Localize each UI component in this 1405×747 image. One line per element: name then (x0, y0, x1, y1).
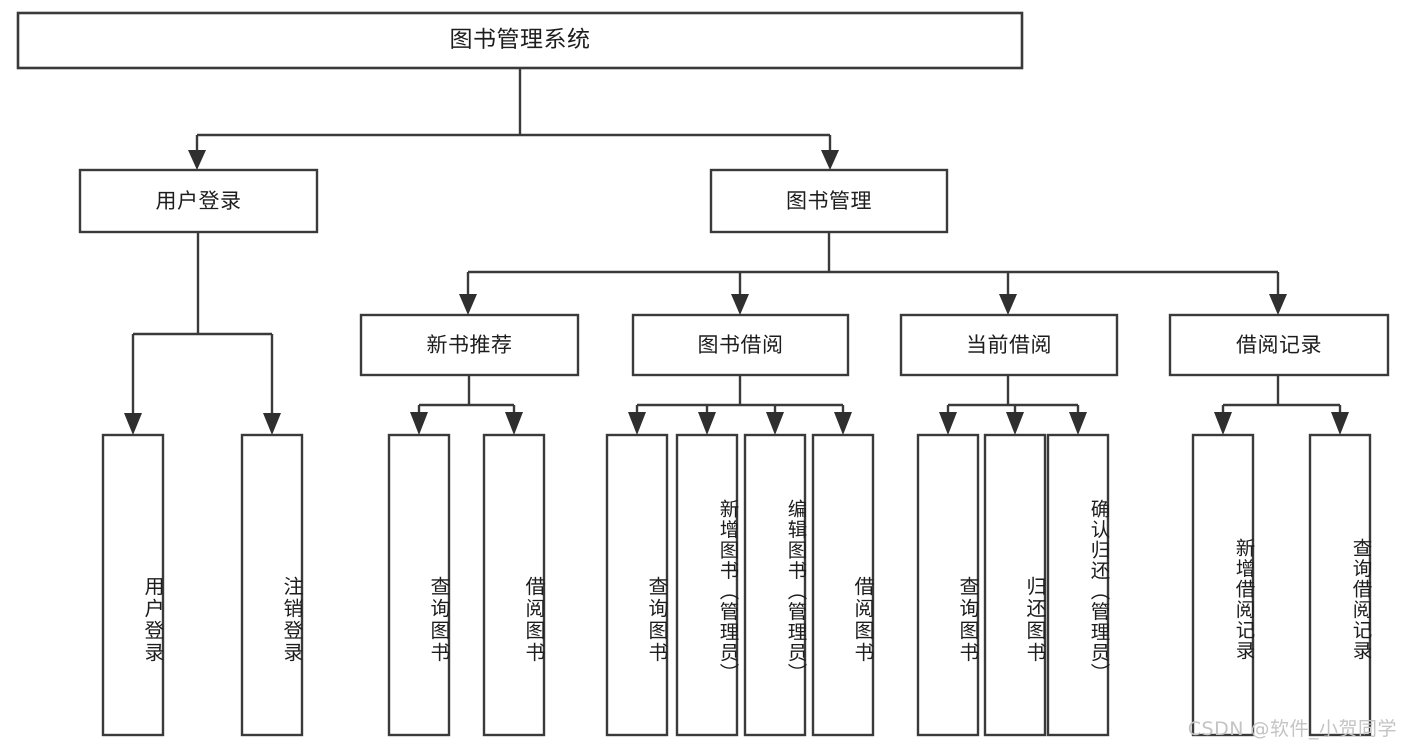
node-leaf-add-record[interactable] (1191, 433, 1255, 737)
arrowhead-leaf-edit-book (766, 412, 784, 435)
arrowhead-new-book-recommend (459, 294, 477, 315)
node-leaf-user-logout[interactable] (240, 433, 304, 737)
node-root-system[interactable] (16, 11, 1024, 70)
node-leaf-borrow-book-1[interactable] (482, 433, 546, 737)
arrowhead-leaf-confirm-return (1069, 412, 1087, 435)
node-borrow-record[interactable] (1168, 313, 1390, 377)
node-leaf-return-book[interactable] (983, 433, 1047, 737)
node-leaf-add-book[interactable] (675, 433, 739, 737)
node-leaf-edit-book[interactable] (743, 433, 807, 737)
node-leaf-query-book-2[interactable] (605, 433, 669, 737)
node-current-borrow[interactable] (899, 313, 1119, 377)
node-user-login[interactable] (78, 168, 319, 234)
arrowhead-leaf-user-logout (263, 413, 281, 435)
node-book-borrow[interactable] (631, 313, 850, 377)
arrowhead-leaf-add-book (698, 412, 716, 435)
arrowhead-leaf-query-book-3 (939, 412, 957, 435)
node-leaf-query-book-3[interactable] (916, 433, 980, 737)
node-leaf-borrow-book-2[interactable] (811, 433, 875, 737)
arrowhead-leaf-return-book (1006, 412, 1024, 435)
arrowhead-leaf-user-login (124, 413, 142, 435)
arrowhead-book-borrow (731, 294, 749, 315)
arrowhead-leaf-borrow-book-2 (834, 412, 852, 435)
node-leaf-query-record[interactable] (1308, 433, 1372, 737)
arrowhead-leaf-query-book-2 (628, 412, 646, 435)
arrowhead-borrow-record (1269, 294, 1287, 315)
node-leaf-user-login[interactable] (101, 433, 165, 737)
arrowhead-book-manage (821, 150, 839, 170)
arrowhead-leaf-borrow-book-1 (505, 412, 523, 435)
node-book-manage[interactable] (709, 168, 949, 234)
arrowhead-user-login (188, 150, 206, 170)
arrowhead-current-borrow (999, 294, 1017, 315)
node-leaf-confirm-return[interactable] (1046, 433, 1110, 737)
arrowhead-leaf-query-book-1 (410, 412, 428, 435)
node-leaf-query-book-1[interactable] (387, 433, 451, 737)
watermark-text: CSDN @软件_小贺同学 (1187, 718, 1397, 740)
arrowhead-leaf-add-record (1214, 412, 1232, 435)
arrowhead-leaf-query-record (1331, 412, 1349, 435)
node-new-book-recommend[interactable] (359, 313, 580, 377)
